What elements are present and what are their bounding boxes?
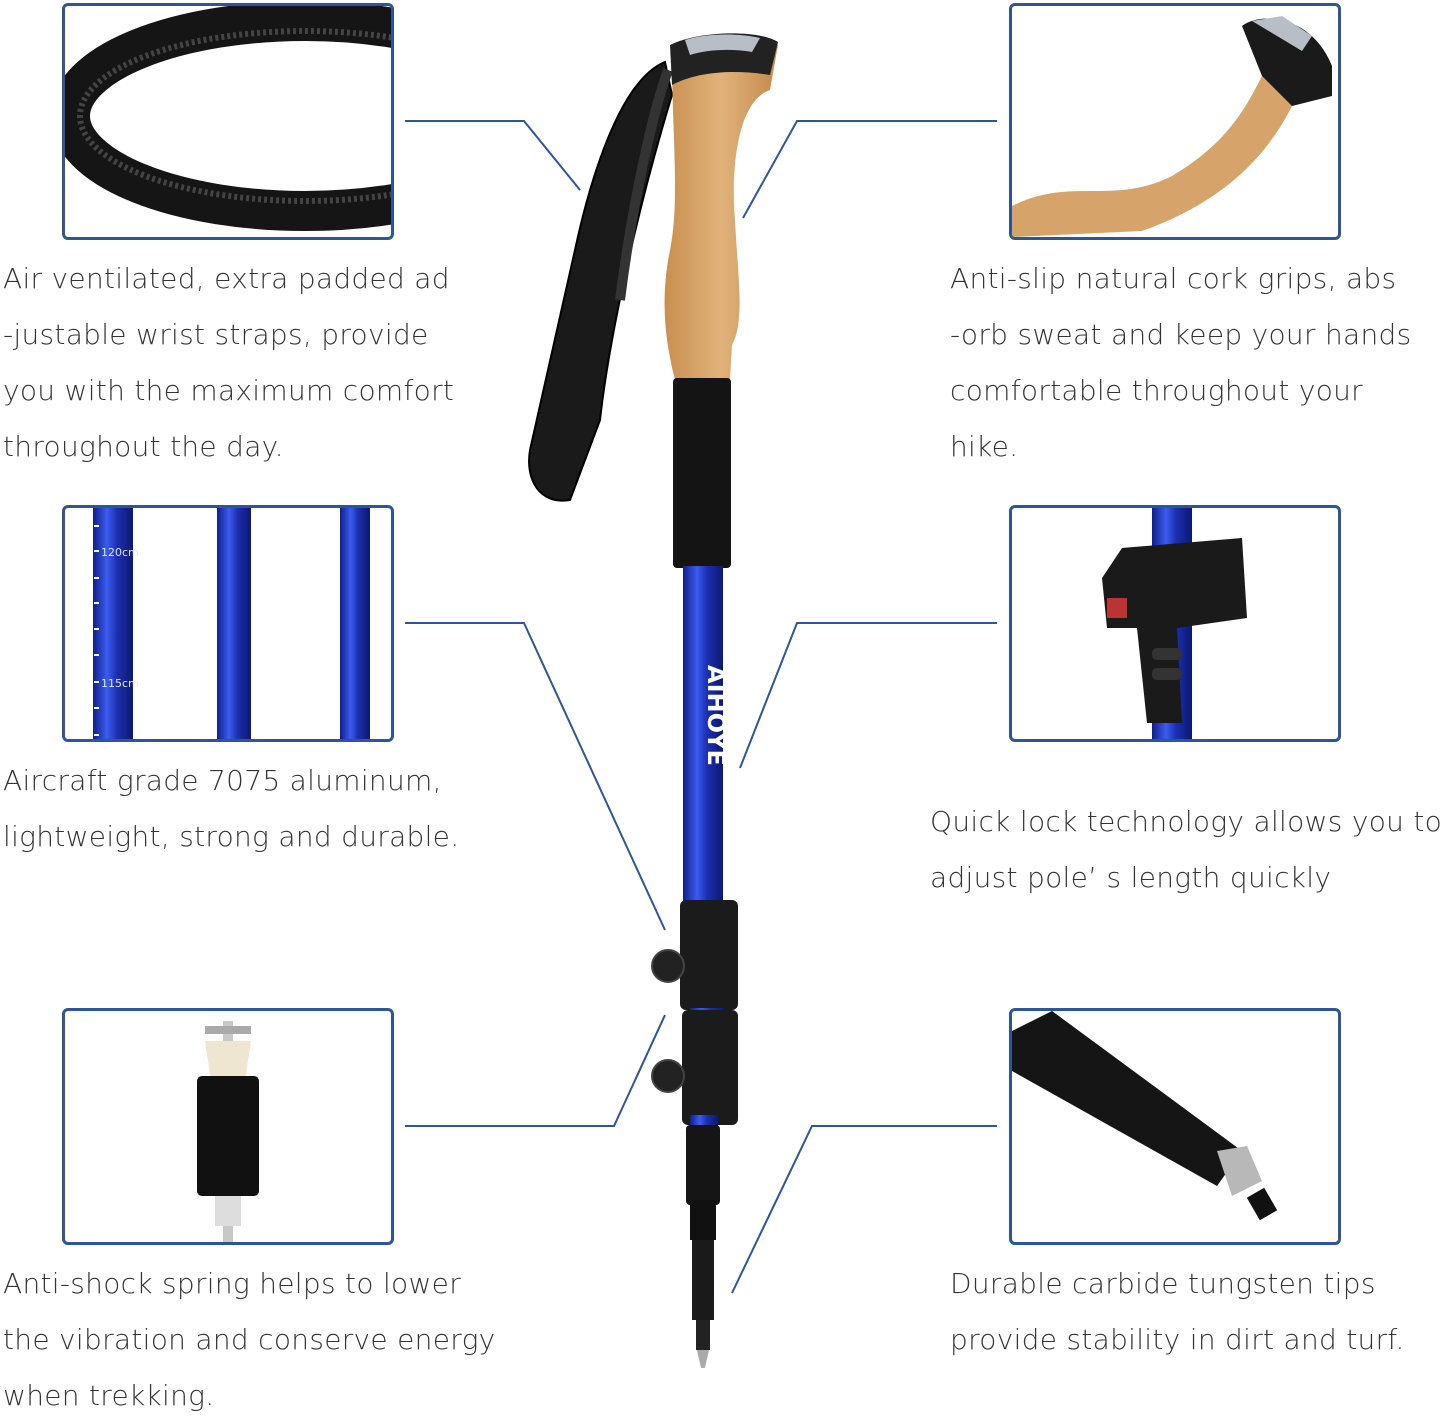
carbide-tip-image [1009, 1008, 1341, 1245]
carbide-tip [697, 1350, 709, 1368]
upper-shaft [683, 566, 723, 906]
anti-shock-spring-image [62, 1008, 394, 1245]
connector-cork-grip [742, 120, 997, 219]
text-line: Anti-slip natural cork grips, abs [950, 262, 1397, 295]
connector-wrist-strap [405, 120, 581, 191]
text-line: Aircraft grade 7075 aluminum, [3, 764, 442, 797]
wrist-strap-description: Air ventilated, extra padded ad -justabl… [3, 251, 454, 475]
text-line: adjust pole’ s length quickly [930, 861, 1332, 894]
connector-quick-lock [739, 622, 997, 769]
text-line: Durable carbide tungsten tips [950, 1267, 1376, 1300]
lock-clamp-lower [682, 1010, 738, 1125]
aluminum-description: Aircraft grade 7075 aluminum, lightweigh… [3, 753, 459, 865]
text-line: -orb sweat and keep your hands [950, 318, 1412, 351]
connector-aluminum [405, 622, 666, 931]
text-line: hike. [950, 430, 1019, 463]
text-line: provide stability in dirt and turf. [950, 1323, 1405, 1356]
text-line: when trekking. [3, 1379, 215, 1412]
text-line: -justable wrist straps, provide [3, 318, 429, 351]
quick-lock-image [1009, 505, 1341, 742]
cork-grip-image [1009, 3, 1341, 240]
text-line: comfortable throughout your [950, 374, 1363, 407]
cork-grip [664, 36, 778, 381]
lower-shaft [686, 1125, 720, 1205]
text-line: the vibration and conserve energy [3, 1323, 496, 1356]
scale-label-120: 120cm [101, 546, 139, 559]
quick-lock-description: Quick lock technology allows you to adju… [930, 794, 1442, 906]
brand-logo: AIHOYE [702, 665, 730, 766]
strap [528, 60, 674, 502]
foam-grip [673, 378, 731, 568]
text-line: Anti-shock spring helps to lower [3, 1267, 462, 1300]
aluminum-tubes-image: 120cm 115cm [62, 505, 394, 742]
connector-carbide-tip [731, 1125, 997, 1294]
cork-grip-description: Anti-slip natural cork grips, abs -orb s… [950, 251, 1411, 475]
text-line: throughout the day. [3, 430, 284, 463]
anti-shock-description: Anti-shock spring helps to lower the vib… [3, 1256, 496, 1424]
text-line: Air ventilated, extra padded ad [3, 262, 450, 295]
lock-clamp-upper [680, 900, 738, 1010]
text-line: Quick lock technology allows you to [930, 805, 1443, 838]
text-line: you with the maximum comfort [3, 374, 455, 407]
carbide-tip-description: Durable carbide tungsten tips provide st… [950, 1256, 1405, 1368]
svg-text:AIHOYE: AIHOYE [702, 665, 730, 766]
connector-anti-shock [405, 1014, 666, 1127]
scale-label-115: 115cm [101, 677, 139, 690]
wrist-strap-image [62, 3, 394, 240]
text-line: lightweight, strong and durable. [3, 820, 460, 853]
